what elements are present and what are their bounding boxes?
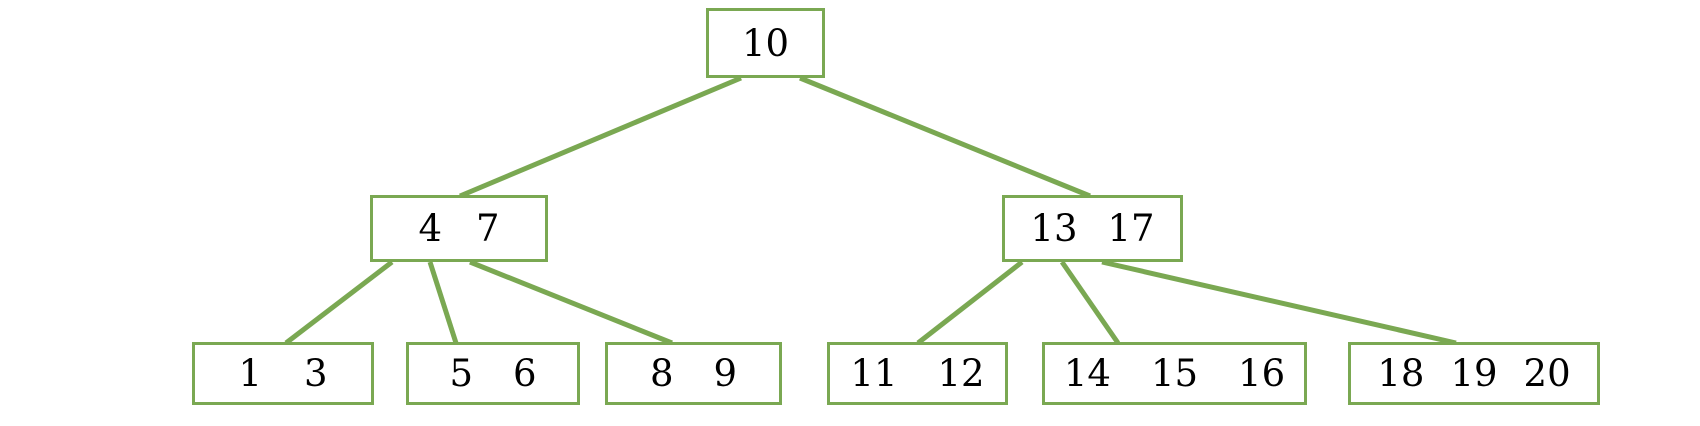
key-cell: 3	[304, 352, 328, 395]
key-cell: 7	[476, 207, 500, 250]
key-cell: 6	[513, 352, 537, 395]
tree-edge	[799, 75, 1091, 199]
node-keys-internal-left: 4 7	[401, 210, 516, 247]
tree-node-leaf-2[interactable]: 5 6	[406, 342, 580, 405]
key-cell: 9	[713, 352, 738, 395]
tree-node-root[interactable]: 10	[706, 8, 825, 78]
node-keys-leaf-2: 5 6	[429, 355, 556, 392]
node-keys-leaf-4: 11 12	[830, 355, 1004, 392]
key-cell: 12	[937, 352, 985, 395]
tree-node-leaf-5[interactable]: 14 15 16	[1042, 342, 1307, 405]
key-cell: 1	[238, 352, 262, 395]
key-cell: 20	[1523, 352, 1571, 395]
key-cell: 11	[850, 352, 898, 395]
tree-node-leaf-3[interactable]: 8 9	[605, 342, 782, 405]
key-cell: 5	[449, 352, 473, 395]
key-cell: 8	[649, 352, 674, 395]
tree-node-internal-left[interactable]: 4 7	[370, 195, 548, 262]
key-cell: 17	[1107, 207, 1155, 250]
node-keys-internal-right: 13 17	[1015, 210, 1169, 247]
tree-node-leaf-1[interactable]: 1 3	[192, 342, 374, 405]
key-cell: 14	[1063, 352, 1111, 395]
tree-node-leaf-4[interactable]: 11 12	[827, 342, 1008, 405]
tree-node-internal-right[interactable]: 13 17	[1002, 195, 1183, 262]
tree-edge	[1101, 259, 1457, 346]
tree-edge	[469, 259, 673, 346]
tree-edge	[916, 260, 1024, 345]
node-keys-root: 10	[736, 25, 795, 62]
key-cell: 13	[1030, 207, 1078, 250]
tree-edge	[1059, 260, 1121, 345]
tree-edge	[284, 260, 394, 345]
key-cell: 16	[1238, 352, 1286, 395]
key-cell: 4	[418, 207, 442, 250]
key-cell: 18	[1377, 352, 1425, 395]
tree-node-leaf-6[interactable]: 18 19 20	[1348, 342, 1600, 405]
node-keys-leaf-6: 18 19 20	[1364, 355, 1583, 392]
key-cell: 10	[741, 21, 790, 65]
node-keys-leaf-3: 8 9	[630, 355, 757, 392]
node-keys-leaf-5: 14 15 16	[1044, 355, 1305, 392]
node-keys-leaf-1: 1 3	[217, 355, 348, 392]
tree-edge	[427, 261, 459, 344]
tree-edge	[459, 75, 742, 199]
key-cell: 19	[1450, 352, 1498, 395]
key-cell: 15	[1150, 352, 1199, 395]
